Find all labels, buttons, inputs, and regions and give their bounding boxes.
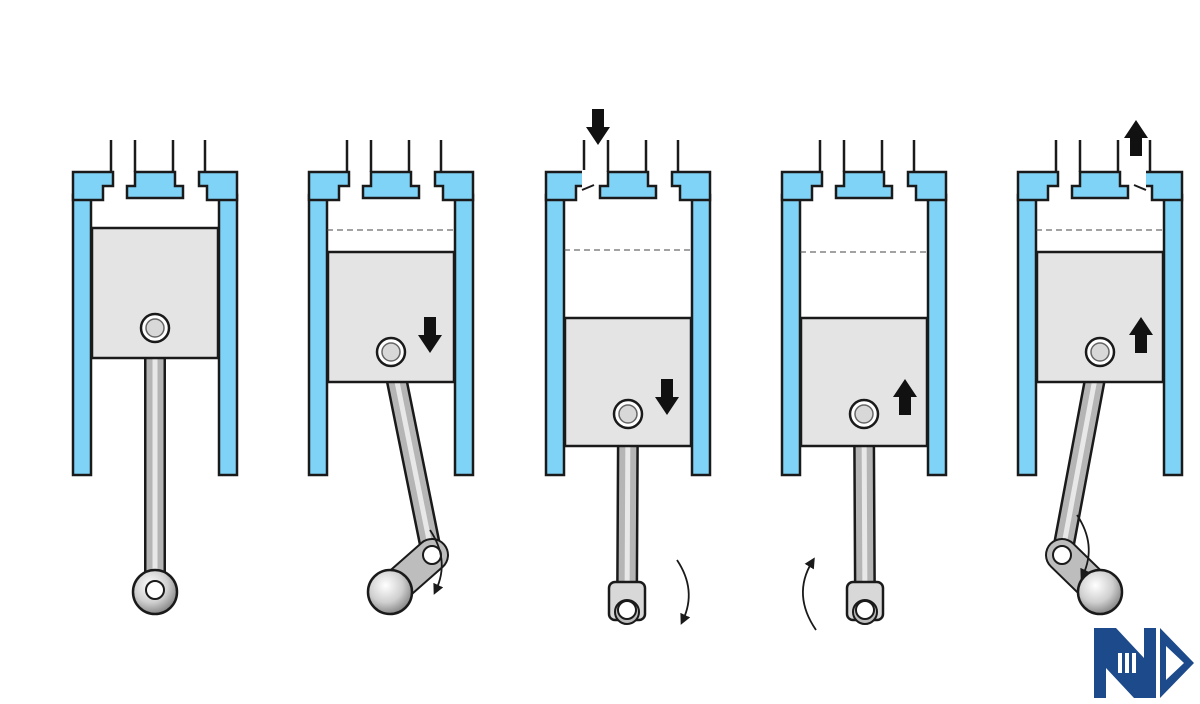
logo-bar-2 <box>1125 653 1129 673</box>
wrist-pin-inner <box>381 342 401 362</box>
head-center <box>361 170 421 200</box>
crank-pin <box>145 580 165 600</box>
up-arrow-icon <box>893 379 917 415</box>
cylinder-wall-right <box>926 193 948 477</box>
logo-icon <box>1094 628 1194 698</box>
rotation-arrow-icon <box>802 557 817 631</box>
crank-flywheel <box>1076 568 1124 616</box>
crank-pin <box>617 600 637 620</box>
intake-valve-edge <box>581 184 595 191</box>
head-center <box>834 170 894 200</box>
head-left <box>1016 170 1060 202</box>
head-right <box>1142 170 1184 202</box>
head-center <box>1070 170 1130 200</box>
wrist-pin-inner <box>618 404 638 424</box>
connecting-rod-highlight <box>388 349 435 558</box>
head-right <box>433 170 475 202</box>
cylinder-wall-left <box>71 193 93 477</box>
head-right <box>670 170 712 202</box>
crank-flywheel <box>366 568 414 616</box>
cylinder-wall-left <box>544 193 566 477</box>
intake-valve-open <box>582 170 594 190</box>
stage-initial <box>71 140 239 616</box>
down-arrow-icon <box>655 379 679 415</box>
wrist-pin-inner <box>1090 342 1110 362</box>
head-left <box>71 170 115 202</box>
stage-stroke-3 <box>780 140 948 631</box>
head-left <box>544 170 588 202</box>
exhaust-valve-open <box>1134 170 1146 190</box>
head-center <box>125 170 185 200</box>
head-left <box>307 170 351 202</box>
head-left <box>780 170 824 202</box>
rotation-arrow-icon <box>1076 514 1091 580</box>
stage-stroke-2 <box>544 109 712 625</box>
rotation-arrow-icon <box>676 559 691 625</box>
rotation-arrow-icon <box>429 529 444 595</box>
wrist-pin-inner <box>145 318 165 338</box>
cylinder-wall-left <box>1016 193 1038 477</box>
stage-stroke-1 <box>307 140 475 616</box>
cylinder-wall-right <box>453 193 475 477</box>
cylinder-wall-left <box>307 193 329 477</box>
logo-bar-1 <box>1118 653 1122 673</box>
crank-pin <box>855 600 875 620</box>
logo-bar-3 <box>1132 653 1136 673</box>
cylinder-wall-left <box>780 193 802 477</box>
exhaust-valve-edge <box>1133 184 1147 191</box>
head-right <box>906 170 948 202</box>
up-arrow-icon <box>1129 317 1153 353</box>
crank-pin <box>1052 545 1072 565</box>
logo <box>1094 628 1194 698</box>
cylinder-wall-right <box>217 193 239 477</box>
connecting-rod-highlight <box>1059 349 1103 558</box>
head-right <box>197 170 239 202</box>
cylinder-wall-right <box>690 193 712 477</box>
wrist-pin-inner <box>854 404 874 424</box>
cylinder-wall-right <box>1162 193 1184 477</box>
down-arrow-icon <box>418 317 442 353</box>
head-center <box>598 170 658 200</box>
down-arrow-icon <box>586 109 610 145</box>
up-arrow-icon <box>1124 120 1148 156</box>
stage-stroke-4 <box>1016 120 1184 616</box>
